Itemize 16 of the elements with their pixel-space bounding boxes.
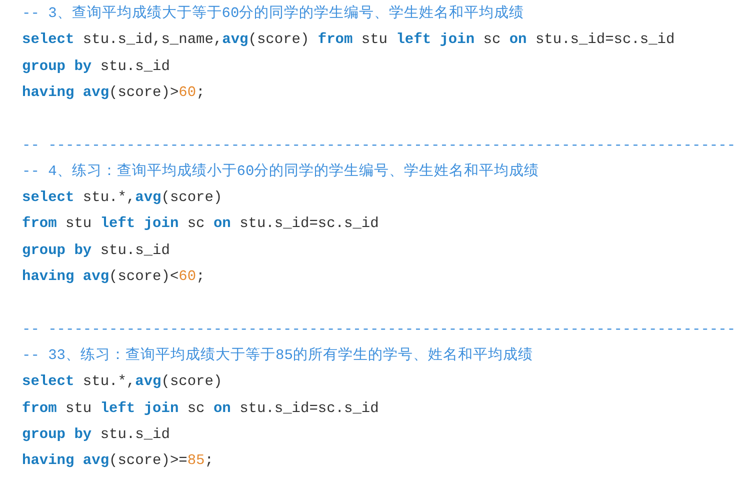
code-line: having avg(score)<60;: [22, 268, 205, 287]
code-comment: -- -------------------------------------------------------------------------------: [22, 320, 736, 340]
code-line: group by stu.s_id: [22, 242, 170, 261]
code-line: having avg(score)>=85;: [22, 452, 214, 472]
code-comment: -- -------------------------------------------------------------------------------: [22, 136, 736, 156]
code-line: select stu.s_id,s_name,avg(score) from stu left join sc on stu.s_id=sc.s_id: [22, 31, 675, 50]
code-line: group by stu.s_id: [22, 58, 170, 77]
code-line: from stu left join sc on stu.s_id=sc.s_id: [22, 400, 379, 418]
code-line: from stu left join sc on stu.s_id=sc.s_id: [22, 215, 379, 234]
code-line: having avg(score)>60;: [22, 84, 205, 103]
code-line: select stu.*,avg(score): [22, 189, 222, 208]
code-comment: -- 3、查询平均成绩大于等于60分的同学的学生编号、学生姓名和平均成绩: [22, 4, 524, 24]
code-line: select stu.*,avg(score): [22, 373, 222, 392]
code-line: group by stu.s_id: [22, 426, 170, 445]
code-comment: -- 4、练习：查询平均成绩小于60分的同学的学生编号、学生姓名和平均成绩: [22, 162, 540, 182]
code-comment: -- 33、练习：查询平均成绩大于等于85的所有学生的学号、姓名和平均成绩: [22, 346, 533, 366]
